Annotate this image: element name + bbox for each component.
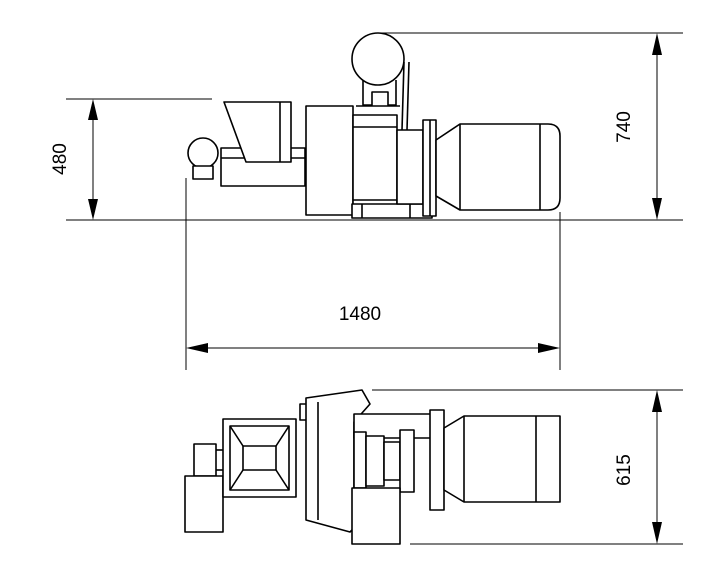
top-motor-mount bbox=[362, 80, 397, 106]
dim-480-label: 480 bbox=[50, 143, 71, 175]
top-main-motor bbox=[443, 415, 561, 503]
top-inlet-motor bbox=[184, 475, 224, 533]
dim-615: 615 bbox=[614, 390, 662, 544]
dim-1480: 1480 bbox=[185, 178, 561, 370]
dim-740: 740 bbox=[614, 33, 662, 220]
coupling bbox=[396, 129, 424, 205]
inlet-pulley bbox=[187, 137, 219, 169]
side-view: 480 740 bbox=[50, 32, 683, 221]
dim-615-label: 615 bbox=[614, 454, 635, 486]
main-motor bbox=[435, 123, 561, 211]
dim-740-label: 740 bbox=[614, 111, 635, 143]
inlet-pulley-bracket bbox=[192, 165, 214, 180]
top-view: 615 bbox=[184, 389, 683, 545]
top-base-block bbox=[351, 487, 401, 545]
dim-480: 480 bbox=[50, 99, 98, 220]
top-motor-flange bbox=[429, 409, 445, 511]
top-bearing-block bbox=[353, 413, 435, 439]
base-frame bbox=[351, 203, 433, 219]
dim-1480-label: 1480 bbox=[339, 304, 381, 325]
bearing-housing bbox=[352, 114, 398, 217]
top-inlet-pulley bbox=[193, 443, 217, 477]
hopper bbox=[223, 101, 292, 163]
top-drive-motor bbox=[351, 32, 405, 86]
main-housing bbox=[305, 105, 354, 216]
